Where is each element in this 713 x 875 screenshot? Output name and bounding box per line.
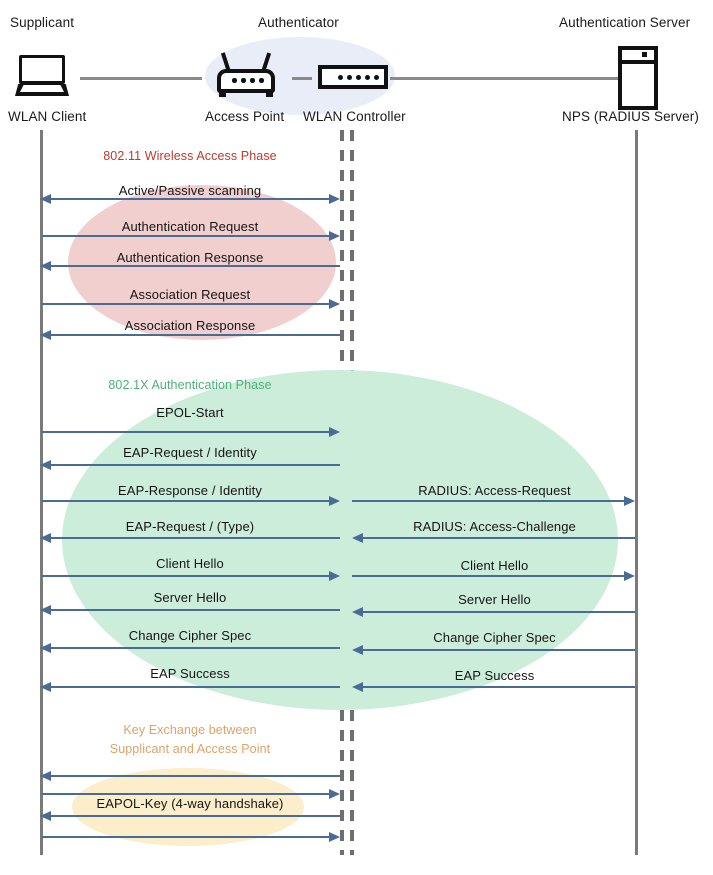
message-line-17 [42, 836, 338, 838]
phase-keyexchange-highlight [72, 768, 304, 846]
lifeline-auth-server [635, 130, 638, 855]
message-label-eap-request-identity: EAP-Request / Identity [123, 445, 257, 460]
message-arrowhead-left-14 [40, 770, 51, 781]
message-label-association-request: Association Request [129, 287, 251, 302]
message-label-client-hello-right: Client Hello [460, 558, 529, 573]
message-line-10-right [352, 575, 632, 577]
message-label-change-cipher-spec-left: Change Cipher Spec [128, 628, 252, 643]
message-line-2 [42, 235, 338, 237]
message-line-16 [46, 815, 340, 817]
message-line-4 [42, 303, 338, 305]
message-line-14 [46, 775, 340, 777]
message-arrowhead-right-8-left [329, 495, 340, 506]
message-arrowhead-right-10-right [624, 570, 635, 581]
server-icon [618, 46, 658, 110]
phase-keyexchange-label-line2: Supplicant and Access Point [109, 742, 271, 756]
message-label-eap-success-right: EAP Success [454, 668, 535, 683]
message-line-7 [46, 464, 340, 466]
message-label-eap-response-identity: EAP-Response / Identity [118, 483, 262, 498]
actor-name-wlan-client: WLAN Client [8, 109, 87, 124]
actor-role-supplicant: Supplicant [10, 15, 75, 30]
link-client-to-ap [80, 77, 202, 80]
message-line-9-left [46, 537, 340, 539]
message-label-authentication-response: Authentication Response [116, 250, 264, 265]
message-label-epol-start: EPOL-Start [156, 405, 224, 420]
message-label-radius-access-request: RADIUS: Access-Request [418, 483, 571, 498]
message-arrowhead-right-4 [329, 298, 340, 309]
access-point-icon [217, 52, 275, 97]
message-label-change-cipher-spec-right: Change Cipher Spec [433, 630, 556, 645]
message-label-eap-request-type: EAP-Request / (Type) [125, 519, 255, 534]
phase-80211-label: 802.11 Wireless Access Phase [103, 149, 277, 163]
wlan-controller-icon [318, 65, 388, 89]
actor-name-nps-server: NPS (RADIUS Server) [562, 109, 699, 124]
link-controller-to-server [390, 77, 618, 80]
message-label-authentication-request: Authentication Request [121, 219, 259, 234]
message-label-active-passive-scanning: Active/Passive scanning [118, 183, 262, 198]
phase-80211-highlight [68, 185, 336, 340]
phase-8021x-highlight [62, 370, 618, 710]
message-label-radius-access-challenge: RADIUS: Access-Challenge [413, 519, 576, 534]
message-label-eap-success-left: EAP Success [150, 666, 230, 681]
message-line-9-right [358, 537, 635, 539]
actor-role-authenticator: Authenticator [258, 15, 339, 30]
message-line-1 [46, 198, 338, 200]
message-arrowhead-right-6 [329, 426, 340, 437]
message-line-8-left [42, 500, 338, 502]
message-arrowhead-left-13-right [352, 681, 363, 692]
message-line-11-left [46, 609, 340, 611]
actor-name-access-point: Access Point [205, 109, 285, 124]
message-line-10-left [42, 575, 338, 577]
message-label-server-hello-right: Server Hello [458, 592, 531, 607]
message-arrowhead-left-11-right [352, 606, 363, 617]
phase-keyexchange-label-line1: Key Exchange between [123, 723, 257, 737]
message-arrowhead-left-11-left [40, 604, 51, 615]
message-line-12-left [46, 647, 340, 649]
lifeline-supplicant [40, 130, 43, 855]
message-line-15 [42, 793, 338, 795]
actor-name-wlan-controller: WLAN Controller [303, 109, 406, 124]
message-label-server-hello-left: Server Hello [153, 590, 227, 605]
actor-role-auth-server: Authentication Server [559, 15, 691, 30]
message-arrowhead-left-13-left [40, 681, 51, 692]
message-label-client-hello-left: Client Hello [156, 556, 224, 571]
message-arrowhead-left-16 [40, 810, 51, 821]
phase-8021x-label: 802.1X Authentication Phase [108, 378, 272, 392]
message-arrowhead-right-15 [329, 788, 340, 799]
message-arrowhead-left-12-left [40, 642, 51, 653]
message-arrowhead-right-17 [329, 831, 340, 842]
message-arrowhead-left-9-left [40, 532, 51, 543]
message-arrowhead-left-1 [40, 193, 51, 204]
message-line-5 [46, 334, 340, 336]
message-arrowhead-right-1 [329, 193, 340, 204]
message-arrowhead-left-12-right [352, 644, 363, 655]
message-line-11-right [358, 611, 635, 613]
message-arrowhead-right-10-left [329, 570, 340, 581]
message-line-3 [46, 265, 340, 267]
laptop-icon [15, 55, 69, 97]
message-line-6 [42, 431, 338, 433]
message-arrowhead-left-5 [40, 329, 51, 340]
message-line-8-right [352, 500, 632, 502]
message-label-association-response: Association Response [124, 318, 256, 333]
link-ap-to-controller [292, 77, 312, 80]
message-line-13-left [46, 686, 340, 688]
message-line-13-right [358, 686, 635, 688]
message-line-12-right [358, 649, 635, 651]
message-arrowhead-left-3 [40, 260, 51, 271]
message-label-eapol-key-4way-handshake: EAPOL-Key (4-way handshake) [96, 796, 284, 811]
message-arrowhead-left-7 [40, 459, 51, 470]
message-arrowhead-left-9-right [352, 532, 363, 543]
message-arrowhead-right-2 [329, 230, 340, 241]
message-arrowhead-right-8-right [624, 495, 635, 506]
